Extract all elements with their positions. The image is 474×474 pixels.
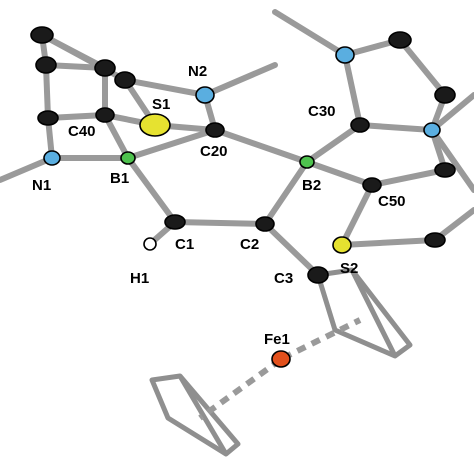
bond-c50-s2 xyxy=(339,182,375,248)
bond-c30-n xyxy=(342,52,363,128)
bonds xyxy=(0,9,474,278)
atom-c20 xyxy=(205,122,225,138)
atom-c30 xyxy=(350,117,370,133)
atom-c1 xyxy=(164,214,186,230)
bond-n1-methyl xyxy=(0,155,55,183)
label-n1: N1 xyxy=(32,177,51,194)
bond-right-edge xyxy=(429,92,474,133)
bond-left-up xyxy=(43,62,51,121)
atom-c3 xyxy=(307,266,329,284)
atom-s2 xyxy=(332,236,352,254)
bond-c2-c3 xyxy=(262,221,321,278)
ferrocene-rings xyxy=(149,267,413,457)
atoms xyxy=(30,26,456,368)
atom-c2 xyxy=(255,216,275,232)
atom-c-ring-2 xyxy=(114,71,136,89)
label-c50: C50 xyxy=(378,193,406,210)
lower-cp-ring xyxy=(149,373,241,457)
fe-lower-centroid xyxy=(198,357,282,421)
label-s1: S1 xyxy=(152,96,170,113)
bond-right-edge-2 xyxy=(429,127,474,193)
label-c40: C40 xyxy=(68,123,96,140)
atom-h1 xyxy=(143,237,157,251)
bond-b1-c20 xyxy=(125,127,218,161)
atom-n-right xyxy=(423,122,441,138)
atom-c50 xyxy=(362,177,382,193)
lower-cp-inner xyxy=(177,374,229,456)
atom-n2 xyxy=(195,86,215,104)
label-n2: N2 xyxy=(188,63,207,80)
bond-b2-c30 xyxy=(304,122,363,165)
label-b2: B2 xyxy=(302,177,321,194)
atom-c-right-3 xyxy=(424,232,446,248)
label-c2: C2 xyxy=(240,236,259,253)
atom-c-left xyxy=(35,56,57,74)
bond-b1-c1 xyxy=(125,155,178,225)
atom-c-left-2 xyxy=(37,110,59,126)
bond-c30-n-right xyxy=(357,122,435,133)
bond-s2-c xyxy=(339,237,438,248)
label-c1: C1 xyxy=(175,236,194,253)
label-c30: C30 xyxy=(308,103,336,120)
atom-c-top-right xyxy=(388,31,412,49)
bond-c2-b2 xyxy=(262,159,310,227)
bond-c20-b2 xyxy=(212,127,310,165)
atom-c-ring xyxy=(94,59,116,77)
label-c3: C3 xyxy=(274,270,293,287)
atom-c-right xyxy=(434,86,456,104)
bond-c-c-right xyxy=(397,37,448,98)
atom-b2 xyxy=(299,155,315,169)
label-c20: C20 xyxy=(200,143,228,160)
bond-c1-c2 xyxy=(172,219,268,227)
label-b1: B1 xyxy=(110,170,129,187)
atom-s1 xyxy=(139,113,171,137)
bond-n2-methyl xyxy=(202,62,278,98)
fe-upper-centroid xyxy=(281,317,362,361)
label-h1: H1 xyxy=(130,270,149,287)
upper-cp-ring xyxy=(315,267,413,359)
bond-c50-right xyxy=(369,167,448,188)
atom-c-topleft xyxy=(30,26,54,44)
label-s2: S2 xyxy=(340,260,358,277)
atom-fe1 xyxy=(271,350,291,368)
bond-b2-c50 xyxy=(304,159,375,188)
atom-c-right-2 xyxy=(434,162,456,178)
atom-c40 xyxy=(95,107,115,123)
atom-n-top-right xyxy=(335,46,355,64)
bond-to-n2 xyxy=(122,77,208,98)
bond-n-methyl-top xyxy=(272,9,348,58)
atom-b1 xyxy=(120,151,136,165)
atom-n1 xyxy=(43,150,61,166)
label-fe1: Fe1 xyxy=(264,331,290,348)
atom-labels: N2 S1 C40 C20 C30 N1 B1 B2 C50 C1 C2 S2 … xyxy=(32,63,406,348)
upper-cp-inner xyxy=(349,268,398,358)
